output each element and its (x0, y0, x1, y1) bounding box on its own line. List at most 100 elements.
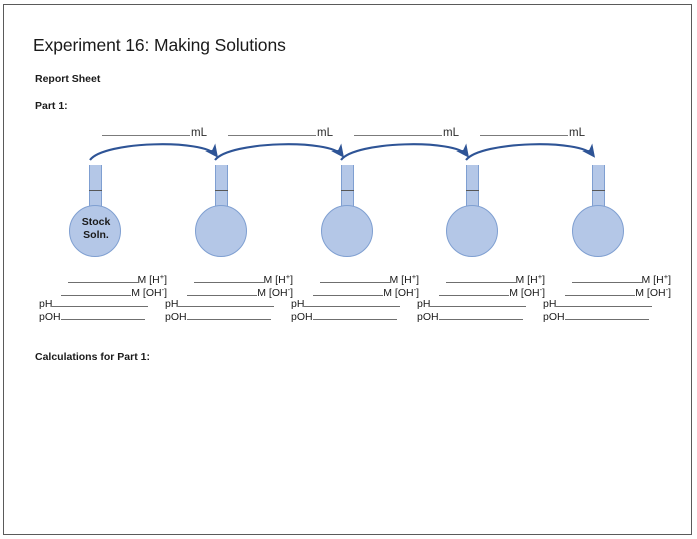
h-concentration-blank[interactable] (193, 272, 264, 283)
h-concentration-row[interactable]: M [H+] (543, 270, 671, 286)
transfer-volume-blank-1[interactable] (102, 124, 190, 136)
ph-blank[interactable] (52, 296, 149, 307)
h-concentration-label: M [H+] (137, 272, 167, 286)
flask-bulb (572, 205, 624, 257)
flask-label-line2: Soln. (83, 229, 109, 241)
poh-label: pOH (165, 311, 187, 323)
oh-concentration-label: M [OH-] (131, 285, 167, 299)
poh-blank[interactable] (60, 309, 145, 320)
transfer-volume-label-3[interactable]: mL (354, 124, 459, 142)
ph-blank[interactable] (304, 296, 401, 307)
h-concentration-label: M [H+] (263, 272, 293, 286)
ph-label: pH (543, 298, 557, 310)
flask-calibration-mark (466, 190, 479, 191)
oh-concentration-blank[interactable] (439, 285, 510, 296)
answer-block-1: M [H+] M [OH-] pH pOH (39, 270, 167, 323)
oh-concentration-label: M [OH-] (509, 285, 545, 299)
answer-block-2: M [H+] M [OH-] pH pOH (165, 270, 293, 323)
flask-calibration-mark (341, 190, 354, 191)
ph-row[interactable]: pH (543, 296, 671, 310)
oh-concentration-blank[interactable] (61, 285, 132, 296)
answer-block-5: M [H+] M [OH-] pH pOH (543, 270, 671, 323)
ph-row[interactable]: pH (39, 296, 167, 310)
ph-blank[interactable] (178, 296, 275, 307)
poh-label: pOH (39, 311, 61, 323)
poh-row[interactable]: pOH (417, 309, 545, 323)
oh-concentration-label: M [OH-] (383, 285, 419, 299)
flask-bulb (321, 205, 373, 257)
h-concentration-blank[interactable] (445, 272, 516, 283)
transfer-volume-blank-3[interactable] (354, 124, 442, 136)
part-1-label: Part 1: (35, 100, 68, 112)
flask-neck (89, 165, 102, 209)
flask-4 (444, 165, 500, 257)
oh-concentration-label: M [OH-] (635, 285, 671, 299)
transfer-volume-label-4[interactable]: mL (480, 124, 585, 142)
h-concentration-row[interactable]: M [H+] (417, 270, 545, 286)
poh-blank[interactable] (564, 309, 649, 320)
poh-label: pOH (543, 311, 565, 323)
transfer-volume-unit-2: mL (317, 127, 333, 139)
flask-calibration-mark (215, 190, 228, 191)
transfer-volume-blank-4[interactable] (480, 124, 568, 136)
flask-bulb (195, 205, 247, 257)
document-page: Experiment 16: Making Solutions Report S… (3, 4, 692, 535)
ph-label: pH (39, 298, 53, 310)
flask-stock: Stock Soln. (67, 165, 123, 257)
h-concentration-row[interactable]: M [H+] (291, 270, 419, 286)
poh-label: pOH (291, 311, 313, 323)
transfer-volume-label-1[interactable]: mL (102, 124, 207, 142)
flask-neck (592, 165, 605, 209)
page-title: Experiment 16: Making Solutions (33, 35, 286, 55)
oh-concentration-blank[interactable] (187, 285, 258, 296)
ph-row[interactable]: pH (165, 296, 293, 310)
oh-concentration-row[interactable]: M [OH-] (291, 283, 419, 299)
poh-row[interactable]: pOH (543, 309, 671, 323)
transfer-volume-label-2[interactable]: mL (228, 124, 333, 142)
oh-concentration-blank[interactable] (313, 285, 384, 296)
h-concentration-label: M [H+] (515, 272, 545, 286)
oh-concentration-row[interactable]: M [OH-] (543, 283, 671, 299)
oh-concentration-label: M [OH-] (257, 285, 293, 299)
calculations-part-1-label: Calculations for Part 1: (35, 351, 150, 363)
oh-concentration-row[interactable]: M [OH-] (417, 283, 545, 299)
poh-blank[interactable] (438, 309, 523, 320)
flask-bulb: Stock Soln. (69, 205, 121, 257)
oh-concentration-row[interactable]: M [OH-] (165, 283, 293, 299)
poh-blank[interactable] (312, 309, 397, 320)
ph-blank[interactable] (556, 296, 653, 307)
h-concentration-blank[interactable] (319, 272, 390, 283)
flask-3 (319, 165, 375, 257)
ph-label: pH (417, 298, 431, 310)
poh-row[interactable]: pOH (165, 309, 293, 323)
h-concentration-blank[interactable] (67, 272, 138, 283)
flask-calibration-mark (89, 190, 102, 191)
oh-concentration-row[interactable]: M [OH-] (39, 283, 167, 299)
flask-neck (466, 165, 479, 209)
flask-bulb (446, 205, 498, 257)
oh-concentration-blank[interactable] (565, 285, 636, 296)
report-sheet-label: Report Sheet (35, 73, 101, 85)
h-concentration-row[interactable]: M [H+] (165, 270, 293, 286)
answer-block-3: M [H+] M [OH-] pH pOH (291, 270, 419, 323)
poh-blank[interactable] (186, 309, 271, 320)
transfer-volume-unit-3: mL (443, 127, 459, 139)
h-concentration-row[interactable]: M [H+] (39, 270, 167, 286)
poh-row[interactable]: pOH (291, 309, 419, 323)
h-concentration-label: M [H+] (641, 272, 671, 286)
ph-blank[interactable] (430, 296, 527, 307)
answer-block-4: M [H+] M [OH-] pH pOH (417, 270, 545, 323)
transfer-volume-unit-4: mL (569, 127, 585, 139)
poh-row[interactable]: pOH (39, 309, 167, 323)
h-concentration-label: M [H+] (389, 272, 419, 286)
ph-label: pH (291, 298, 305, 310)
flask-neck (215, 165, 228, 209)
transfer-volume-blank-2[interactable] (228, 124, 316, 136)
ph-label: pH (165, 298, 179, 310)
ph-row[interactable]: pH (417, 296, 545, 310)
ph-row[interactable]: pH (291, 296, 419, 310)
flask-5 (570, 165, 626, 257)
h-concentration-blank[interactable] (571, 272, 642, 283)
flask-label-line1: Stock (81, 216, 111, 228)
flask-neck (341, 165, 354, 209)
